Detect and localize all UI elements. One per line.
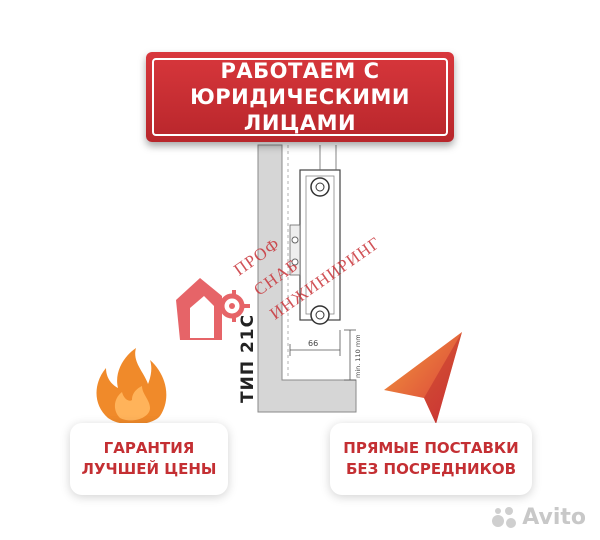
card-right-line-2: БЕЗ ПОСРЕДНИКОВ	[345, 460, 517, 478]
direct-supply-text: ПРЯМЫЕ ПОСТАВКИ БЕЗ ПОСРЕДНИКОВ	[343, 438, 518, 480]
banner-border	[152, 58, 448, 136]
dim-66-label: 66	[308, 339, 318, 348]
card-left-line-2: ЛУЧШЕЙ ЦЕНЫ	[81, 460, 217, 478]
header-banner: РАБОТАЕМ С ЮРИДИЧЕСКИМИ ЛИЦАМИ	[146, 52, 454, 142]
logo-house-gear-icon	[176, 278, 250, 340]
type-label: ТИП 21С	[238, 313, 258, 403]
banner-line-2: ЮРИДИЧЕСКИМИ ЛИЦАМИ	[190, 85, 410, 135]
avito-text: Avito	[522, 505, 586, 530]
price-guarantee-card: ГАРАНТИЯ ЛУЧШЕЙ ЦЕНЫ	[70, 423, 228, 495]
arrow-cursor-icon	[384, 332, 462, 424]
card-left-line-1: ГАРАНТИЯ	[103, 439, 195, 457]
direct-supply-card: ПРЯМЫЕ ПОСТАВКИ БЕЗ ПОСРЕДНИКОВ	[330, 423, 532, 495]
banner-title: РАБОТАЕМ С ЮРИДИЧЕСКИМИ ЛИЦАМИ	[146, 58, 454, 136]
card-right-line-1: ПРЯМЫЕ ПОСТАВКИ	[343, 439, 519, 457]
price-guarantee-text: ГАРАНТИЯ ЛУЧШЕЙ ЦЕНЫ	[82, 438, 217, 480]
avito-logo-icon	[492, 506, 518, 529]
dim-min-label: min. 110 mm	[354, 334, 362, 378]
banner-line-1: РАБОТАЕМ С	[220, 59, 380, 83]
avito-badge: Avito	[492, 505, 586, 530]
flame-icon	[96, 348, 167, 425]
